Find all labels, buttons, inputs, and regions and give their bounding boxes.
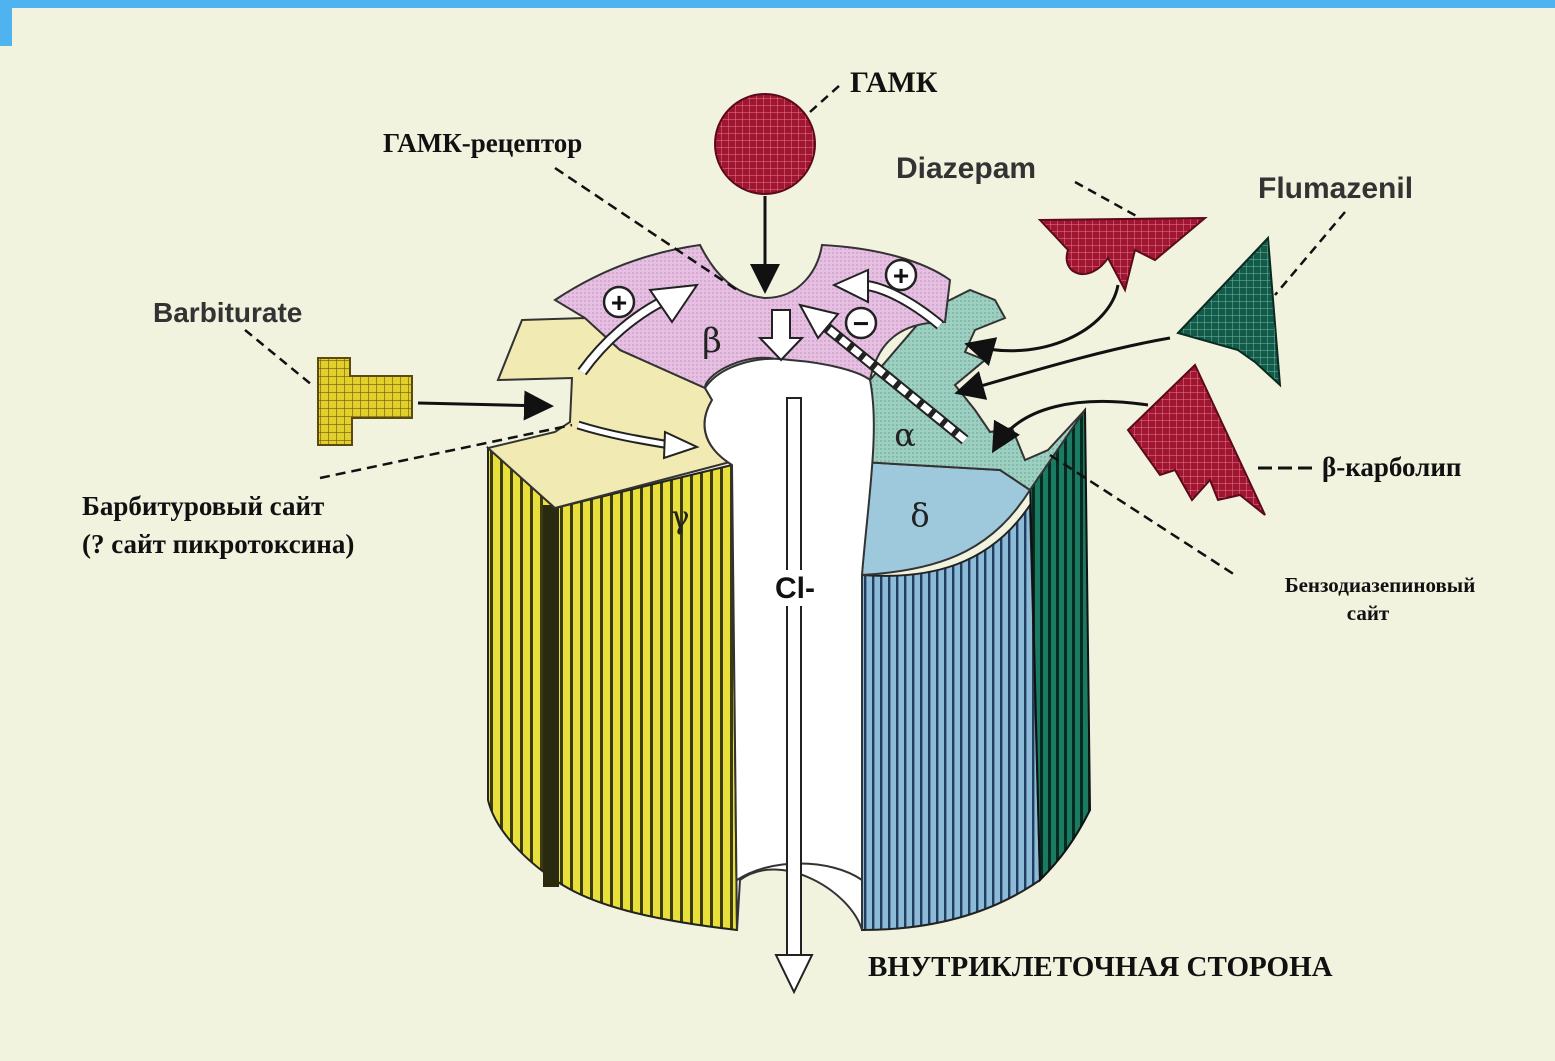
intracellular-side-label: ВНУТРИКЛЕТОЧНАЯ СТОРОНА <box>868 951 1333 983</box>
beta-carboline-label: β-карболип <box>1322 452 1461 482</box>
flumazenil-arrow <box>960 338 1170 392</box>
barbiturate-site-label-line2: (? сайт пикротоксина) <box>82 529 354 559</box>
barbiturate-arrow <box>418 403 548 406</box>
plus-sign-left: + <box>604 287 634 318</box>
gamma-subunit-label: γ <box>670 498 689 536</box>
minus-sign: − <box>846 308 876 339</box>
alpha-subunit-label: α <box>894 416 916 454</box>
barbiturate-site-label-line1: Барбитуровый сайт <box>82 491 324 521</box>
gaba-ligand-ball <box>715 94 815 194</box>
flumazenil-leader <box>1275 212 1345 295</box>
diazepam-leader <box>1075 182 1140 218</box>
beta-carboline-molecule <box>1128 365 1265 515</box>
svg-text:+: + <box>611 287 627 318</box>
barbiturate-leader <box>245 330 312 385</box>
diazepam-molecule <box>1040 218 1205 290</box>
svg-text:−: − <box>853 308 869 339</box>
svg-text:+: + <box>893 260 909 291</box>
gaba-receptor-label: ГАМК-рецептор <box>383 128 582 158</box>
beta-subunit-label: β <box>702 321 722 361</box>
flumazenil-label: Flumazenil <box>1258 172 1413 205</box>
plus-sign-right: + <box>886 260 916 291</box>
gamma-subunit-side <box>488 448 737 930</box>
benzodiazepine-site-label-line2: сайт <box>1347 601 1390 625</box>
benzodiazepine-site-label-line1: Бензодиазепиновый <box>1285 573 1476 597</box>
diazepam-label: Diazepam <box>896 152 1036 185</box>
gamma-divider-stripe <box>543 505 559 887</box>
alpha-subunit-side <box>1030 410 1090 880</box>
barbiturate-molecule <box>318 358 412 445</box>
barbiturate-label: Barbiturate <box>153 297 302 328</box>
delta-subunit-label: δ <box>910 496 929 534</box>
gaba-label: ГАМК <box>850 66 938 99</box>
gaba-label-leader <box>810 85 840 112</box>
chloride-label: Cl- <box>775 572 815 605</box>
flumazenil-molecule <box>1178 238 1280 385</box>
